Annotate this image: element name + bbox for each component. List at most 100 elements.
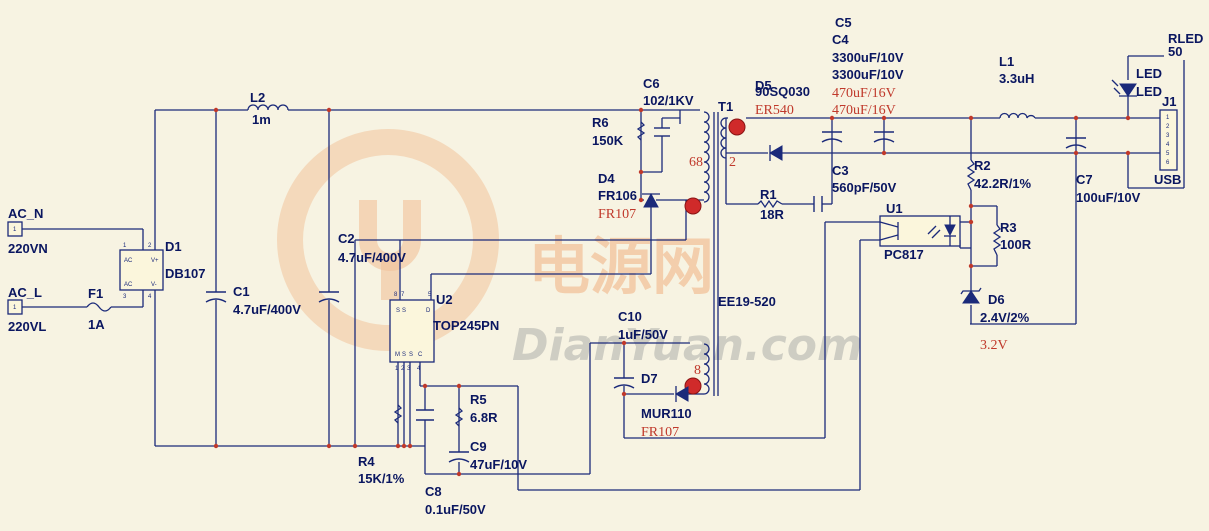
label-l1-value: 3.3uH [999,71,1034,86]
optocoupler-u1 [879,215,961,247]
label-r5-value: 6.8R [470,410,498,425]
svg-text:AC: AC [124,258,133,264]
resistor-r3 [992,224,1002,256]
label-r3-value: 100R [1000,237,1032,252]
capacitor-c9 [448,451,470,463]
label-t1-value: EE19-520 [718,294,776,309]
watermark: 电源网 DianYuan.com [277,129,863,371]
resistor-r1 [757,199,783,209]
label-turns-8: 8 [694,363,701,378]
label-j1: J1 [1162,94,1176,109]
svg-text:S: S [409,352,413,358]
svg-text:6: 6 [1166,160,1170,166]
label-r4: R4 [358,454,375,469]
label-r4-value: 15K/1% [358,471,405,486]
label-d7-alt: FR107 [641,425,679,440]
label-r5: R5 [470,392,487,407]
label-c6-value: 102/1KV [643,93,694,108]
svg-text:D: D [426,308,431,314]
resistor-r4 [393,404,403,424]
label-c1-value: 4.7uF/400V [233,302,301,317]
label-220vl: 220VL [8,319,46,334]
label-d5: D5 [755,78,772,93]
label-r1: R1 [760,187,777,202]
capacitor-c7 [1065,137,1087,149]
label-d4-value: FR106 [598,188,637,203]
label-r1-value: 18R [760,207,784,222]
resistor-r2 [966,159,976,191]
svg-text:2: 2 [401,366,405,372]
zener-d6 [960,287,982,304]
label-rled-value: 50 [1168,44,1182,59]
label-c3: C3 [832,163,849,178]
fuse-f1 [86,302,112,312]
label-turns-2: 2 [729,155,736,170]
label-c4: C4 [832,32,849,47]
label-d1-value: DB107 [165,266,205,281]
svg-text:3: 3 [407,366,411,372]
transformer-t1 [684,111,746,396]
label-f1-value: 1A [88,317,105,332]
label-c5: C5 [835,15,852,30]
label-r2: R2 [974,158,991,173]
ac-l-connector: 1 [7,299,23,315]
label-c4-value: 3300uF/10V [832,67,904,82]
label-c9-value: 47uF/10V [470,457,527,472]
label-f1: F1 [88,286,103,301]
led-indicator [1111,79,1137,97]
junctions [213,107,1131,477]
label-r2-value: 42.2R/1% [974,176,1032,191]
label-l1: L1 [999,54,1014,69]
svg-text:1: 1 [1166,115,1170,121]
label-d4-alt: FR107 [598,207,636,222]
svg-text:M: M [395,352,400,358]
svg-text:1: 1 [13,305,17,311]
component-labels: AC_N 220VN AC_L 220VL F1 1A D1 DB107 L2 … [8,15,1203,517]
label-l2: L2 [250,90,265,105]
svg-text:S: S [402,308,406,314]
label-d6-value: 2.4V/2% [980,310,1030,325]
label-r3: R3 [1000,220,1017,235]
wires [22,55,1185,491]
bridge-rectifier-d1: AC AC V+ V- 1 2 3 4 [119,243,164,300]
label-t1: T1 [718,99,733,114]
label-led-1: LED [1136,66,1162,81]
label-u2: U2 [436,292,453,307]
label-d4: D4 [598,171,615,186]
label-d7-value: MUR110 [641,406,692,421]
svg-text:S: S [396,308,400,314]
label-d1: D1 [165,239,182,254]
svg-text:3: 3 [1166,133,1170,139]
svg-text:4: 4 [148,294,152,300]
label-turns-68: 68 [689,155,703,170]
label-c9: C9 [470,439,487,454]
label-r6: R6 [592,115,609,130]
svg-text:2: 2 [1166,124,1170,130]
label-u2-value: TOP245PN [433,318,499,333]
resistor-r6 [636,121,646,141]
label-c10: C10 [618,309,642,324]
usb-connector-j1: 1 2 3 4 5 6 [1159,109,1178,171]
capacitor-c3 [813,196,823,212]
svg-text:5: 5 [428,292,432,298]
svg-text:3: 3 [123,294,127,300]
ic-u2-top245pn: S S D M S S C 8 7 5 1 2 3 4 [389,292,435,372]
label-j1-value: USB [1154,172,1181,187]
svg-text:S: S [402,352,406,358]
label-c2-value: 4.7uF/400V [338,250,406,265]
label-d7: D7 [641,371,658,386]
svg-text:8: 8 [394,292,398,298]
inductor-l2 [247,104,289,111]
label-c10-value: 1uF/50V [618,327,668,342]
label-c4-alt: 470uF/16V [832,103,896,118]
inductor-l1 [999,112,1036,119]
svg-text:5: 5 [1166,151,1170,157]
capacitor-c1 [205,291,227,303]
svg-text:V+: V+ [151,258,159,264]
capacitor-c8 [416,409,434,421]
svg-text:1: 1 [123,243,127,249]
label-u1-value: PC817 [884,247,924,262]
label-c7: C7 [1076,172,1093,187]
svg-text:2: 2 [148,243,152,249]
